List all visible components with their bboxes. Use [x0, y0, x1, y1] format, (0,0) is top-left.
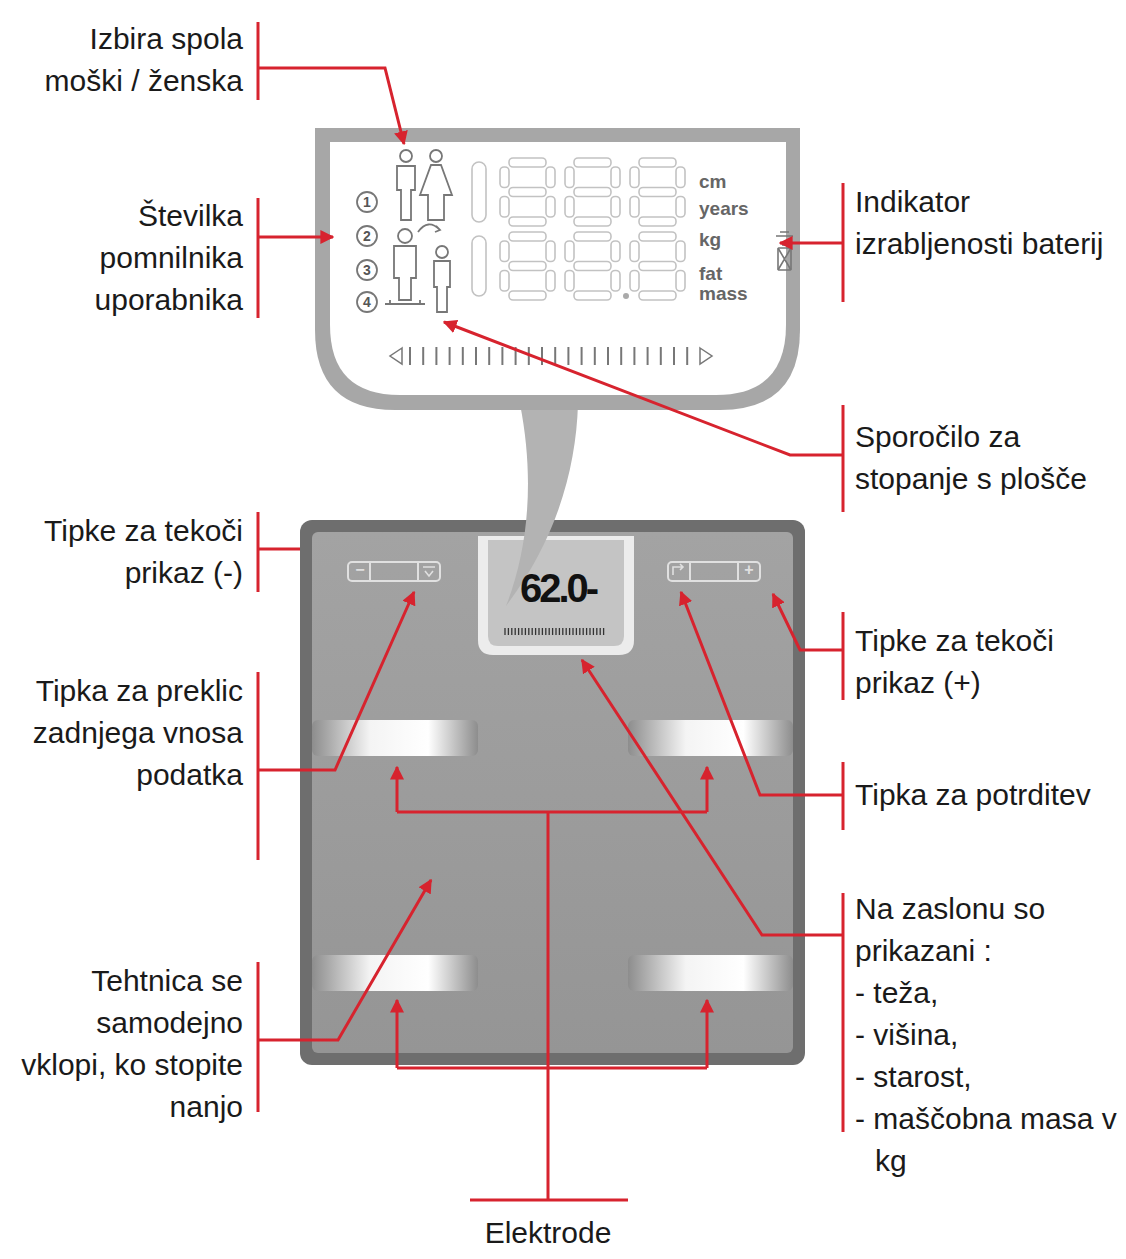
callout-label: Izbira spola moški / ženska	[13, 18, 243, 102]
callout-label: Sporočilo za stopanje s plošče	[855, 416, 1117, 500]
unit-label: cm	[699, 172, 769, 192]
lcd-segment	[676, 167, 685, 188]
button-symbol: −	[350, 561, 370, 578]
lcd-segment	[630, 197, 639, 218]
unit-label: kg	[699, 230, 769, 250]
lcd-segment	[509, 291, 546, 300]
lcd-segment	[639, 217, 676, 226]
lcd-segment	[509, 232, 546, 241]
lcd-segment	[639, 158, 676, 167]
lcd-segment	[611, 167, 620, 188]
lcd-segment	[472, 236, 486, 296]
unit-label: mass	[699, 284, 769, 304]
lcd-segment	[509, 217, 546, 226]
callout-label: - maščobna masa v kg	[855, 1098, 1117, 1182]
scale-body	[300, 520, 805, 1065]
lcd-segment	[630, 271, 639, 292]
lcd-segment	[509, 158, 546, 167]
lcd-segment	[565, 167, 574, 188]
lcd-segment	[574, 291, 611, 300]
lcd-segment	[611, 197, 620, 218]
lcd-segment	[630, 167, 639, 188]
memory-number: 2	[356, 228, 378, 244]
lcd-segment	[574, 217, 611, 226]
unit-label: fat	[699, 264, 769, 284]
callout-label: Elektrode	[438, 1212, 658, 1254]
lcd-segment	[565, 197, 574, 218]
lcd-segment	[565, 271, 574, 292]
memory-number: 1	[356, 194, 378, 210]
lcd-segment	[546, 271, 555, 292]
callout-label: Tipke za tekoči prikaz (-)	[13, 510, 243, 594]
electrode	[312, 720, 478, 756]
lcd-segment	[574, 232, 611, 241]
electrode	[628, 955, 793, 991]
memory-number: 4	[356, 294, 378, 310]
lcd-segment	[639, 262, 676, 271]
electrode	[628, 720, 793, 756]
callout-label: Tipka za potrditev	[855, 774, 1117, 816]
button-symbol: +	[739, 561, 759, 578]
lcd-segment	[639, 291, 676, 300]
lcd-segment	[546, 241, 555, 262]
callout-label: Tehtnica se samodejno vklopi, ko stopite…	[13, 960, 243, 1128]
lcd-segment	[546, 197, 555, 218]
lcd-segment	[500, 167, 509, 188]
callout-label: Številka pomnilnika uporabnika	[13, 195, 243, 321]
callout-label: Indikator izrabljenosti baterij	[855, 181, 1117, 265]
lcd-segment	[546, 167, 555, 188]
lcd-segment	[574, 158, 611, 167]
lcd-digits	[472, 158, 685, 300]
lcd-segment	[509, 262, 546, 271]
callout-label: - višina,	[855, 1014, 1117, 1056]
memory-number: 3	[356, 262, 378, 278]
lcd-segment	[630, 241, 639, 262]
callout-label: Na zaslonu so prikazani :	[855, 888, 1117, 972]
lcd-segment	[500, 241, 509, 262]
callout-label: - starost,	[855, 1056, 1117, 1098]
lcd-segment	[639, 232, 676, 241]
battery-icon	[776, 232, 793, 270]
lcd-segment	[565, 241, 574, 262]
lcd-dot	[623, 293, 629, 299]
lcd-segment	[500, 197, 509, 218]
callout-label: Tipke za tekoči prikaz (+)	[855, 620, 1117, 704]
callout-label: Tipka za preklic zadnjega vnosa podatka	[13, 670, 243, 796]
lcd-segment	[472, 162, 486, 222]
display-reading: 62.0-	[520, 566, 632, 610]
lcd-segment	[611, 241, 620, 262]
callout-label: - teža,	[855, 972, 1117, 1014]
lcd-segment	[676, 271, 685, 292]
lcd-segment	[639, 188, 676, 197]
lcd-segment	[611, 271, 620, 292]
electrode	[312, 955, 478, 991]
lcd-segment	[574, 262, 611, 271]
leader-lines	[258, 22, 843, 1200]
lcd-segment	[574, 188, 611, 197]
lcd-segment	[509, 188, 546, 197]
unit-label: years	[699, 199, 769, 219]
display-bar	[505, 628, 604, 635]
lcd-segment	[500, 271, 509, 292]
lcd-segment	[676, 197, 685, 218]
lcd-segment	[676, 241, 685, 262]
